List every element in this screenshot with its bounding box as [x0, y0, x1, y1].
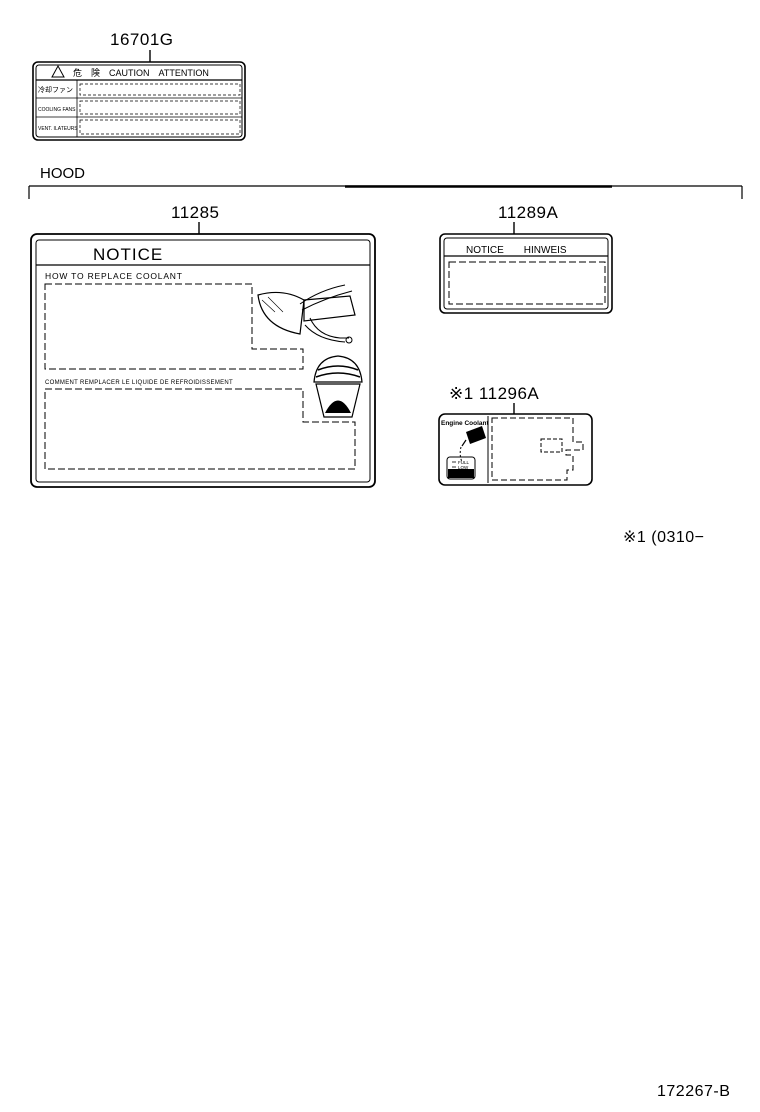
part-number-11285: 11285 — [171, 203, 220, 222]
hood-label: HOOD — [40, 165, 85, 182]
caution-row-fr: VENT. ILATEURS — [38, 126, 78, 132]
warning-triangle-icon — [51, 64, 65, 78]
coolant-section-fr: COMMENT REMPLACER LE LIQUIDE DE REFROIDI… — [45, 380, 233, 386]
diagram-id: 172267-B — [657, 1083, 731, 1100]
low-mark: LOW — [458, 465, 469, 470]
label-11296a: Engine Coolant FULL LOW — [438, 403, 593, 486]
coolant-bottle-icon — [459, 426, 486, 463]
footnote: ※1 (0310− — [623, 529, 705, 546]
notice-title: NOTICE — [93, 245, 163, 264]
caution-header: 危 険 CAUTION ATTENTION — [73, 67, 209, 78]
reservoir-cap-illustration — [313, 355, 363, 418]
coolant-section-en: HOW TO REPLACE COOLANT — [45, 271, 183, 281]
hood-bracket — [28, 185, 743, 199]
radiator-hose-illustration — [257, 284, 356, 344]
full-mark: FULL — [458, 460, 470, 465]
engine-coolant-title: Engine Coolant — [441, 420, 490, 427]
label-11289a: NOTICE HINWEIS — [439, 222, 613, 314]
coolant-reservoir-icon: FULL LOW — [446, 456, 476, 480]
caution-row-jp: 冷却ファン — [38, 85, 73, 94]
part-number-16701g: 16701G — [110, 30, 174, 49]
notice-hinweis-header: NOTICE HINWEIS — [466, 245, 567, 256]
part-number-11296a: ※1 11296A — [449, 384, 540, 403]
label-16701g: 危 険 CAUTION ATTENTION 冷却ファン COOLING FANS… — [32, 50, 246, 141]
label-11285: NOTICE HOW TO REPLACE COOLANT COMMENT RE… — [30, 222, 376, 488]
part-number-11289a: 11289A — [498, 203, 559, 222]
caution-row-en: COOLING FANS — [38, 107, 76, 113]
